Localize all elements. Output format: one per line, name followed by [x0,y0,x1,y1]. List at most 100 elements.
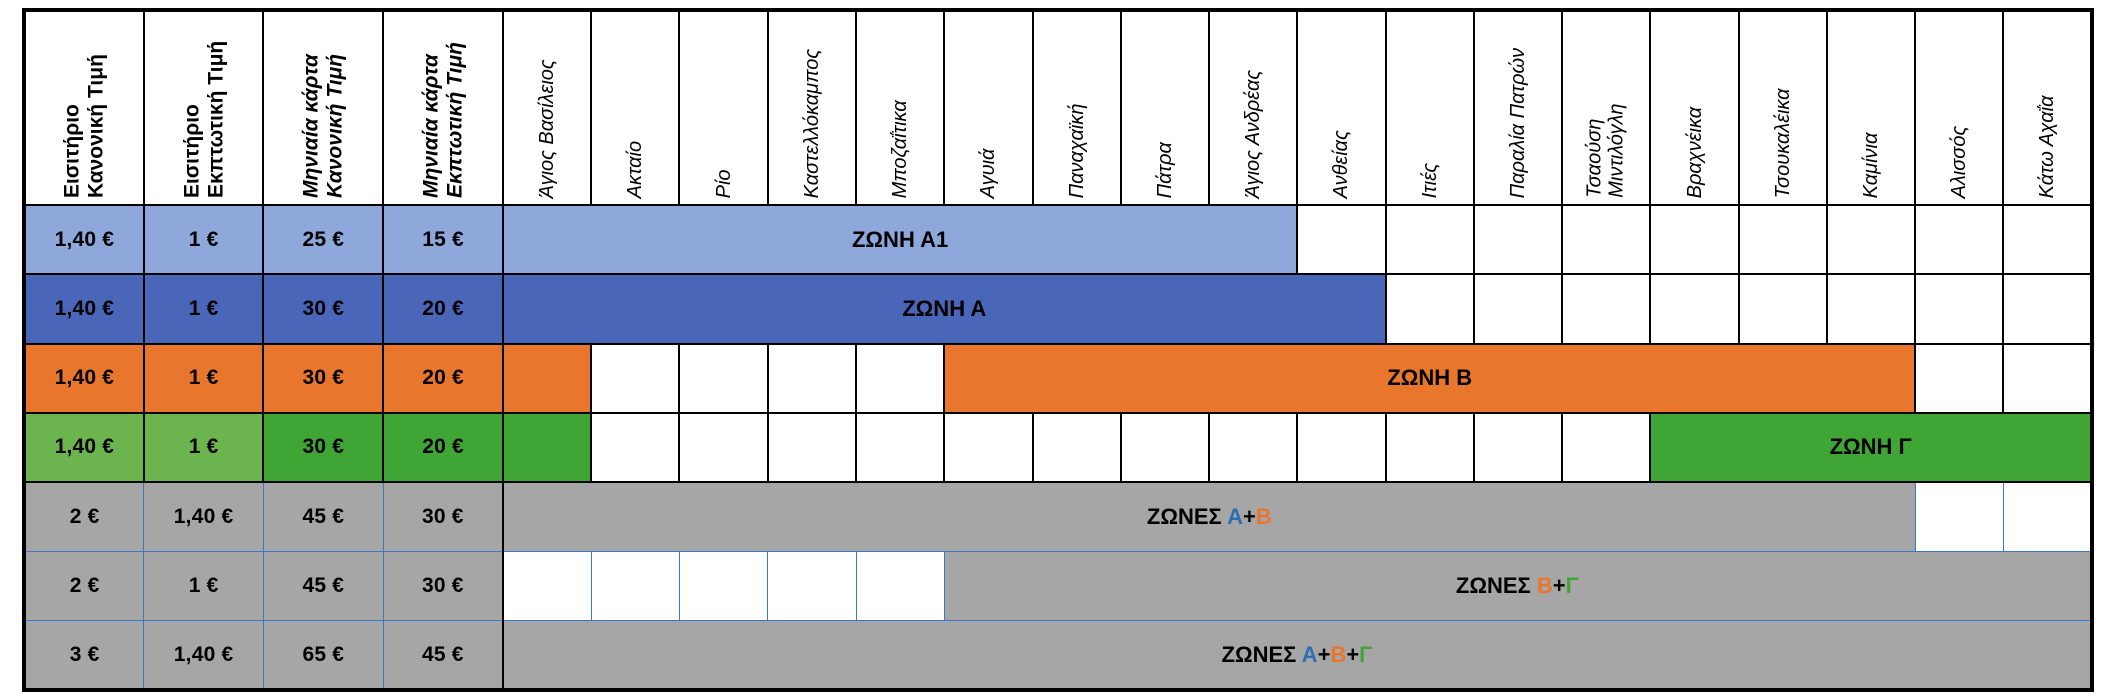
column-header-stop-5: Αγυιά [943,8,1034,206]
table-row: 2 €1 €45 €30 €ΖΩΝΕΣ Β+Γ [22,550,2094,622]
price-cell-ticket-regular: 3 € [22,620,145,693]
empty-cell [678,550,769,622]
empty-cell [854,342,946,414]
column-header-ticket-discount: Εισιτήριο Εκπτωτική Τιμή [142,8,265,206]
price-cell-ticket-regular: 2 € [22,550,145,622]
stop-name-label: Αλισσός [1948,125,1971,198]
empty-cell [2002,481,2094,552]
price-cell-monthly-discount: 30 € [382,550,504,622]
empty-cell [1472,203,1564,276]
price-cell-ticket-regular: 1,40 € [22,273,145,345]
price-cell-ticket-discount: 1 € [142,411,265,484]
column-header-stop-15: Καμίνια [1825,8,1917,206]
column-header-stop-14: Τσουκαλέικα [1737,8,1828,206]
stop-name-label: Καμίνια [1859,132,1882,198]
empty-cell [1649,273,1740,345]
empty-cell [2002,203,2094,276]
empty-cell [766,342,858,414]
column-header-stop-12: Τσαούση Μιντιλόγλη [1561,8,1652,206]
empty-cell [1737,273,1828,345]
stop-name-label: Παραλία Πατρών [1506,47,1529,198]
zone-band-zone-a: ΖΩΝΗ Α [501,273,1387,345]
zone-token: Β [1330,641,1347,667]
zone-token: ΖΩΝΕΣ [1455,573,1537,599]
empty-cell [1737,203,1828,276]
fare-zone-table: Εισιτήριο Κανονική Τιμή Εισιτήριο Εκπτωτι… [22,8,2095,693]
price-cell-ticket-regular: 1,40 € [22,203,145,276]
price-cell-monthly-regular: 25 € [262,203,385,276]
empty-cell [854,411,946,484]
empty-cell [1561,203,1652,276]
empty-cell [1914,203,2005,276]
stop-name-label: Μποζαΐτικα [888,99,911,198]
zone-band-zone-a1: ΖΩΝΗ Α1 [501,203,1299,276]
stop-name-label: Ιτιές [1418,162,1441,198]
table-row: 2 €1,40 €45 €30 €ΖΩΝΕΣ Α+Β [22,481,2094,552]
table-row: 1,40 €1 €30 €20 €ΖΩΝΗ Α [22,273,2094,345]
zone-token: Γ [1565,573,1579,599]
price-cell-monthly-regular: 45 € [262,481,384,552]
column-header-stop-6: Παναχαϊκή [1031,8,1122,206]
column-header-stop-11: Παραλία Πατρών [1472,8,1564,206]
zone-token: + [1552,573,1566,599]
price-cell-monthly-discount: 20 € [382,273,504,345]
empty-cell [855,550,945,622]
price-cell-monthly-discount: 30 € [382,481,504,552]
stop-name-label: Ακταίο [624,140,647,198]
empty-cell [502,550,592,622]
empty-cell [1914,481,2004,552]
price-cell-monthly-regular: 30 € [262,342,385,414]
stop-name-label: Τσουκαλέικα [1771,88,1794,198]
empty-cell [1914,273,2005,345]
empty-cell [678,411,769,484]
column-header-label: Εισιτήριο Εκπτωτική Τιμή [180,40,227,198]
zone-token: Α [1301,641,1318,667]
zone-band-zones-b-g: ΖΩΝΕΣ Β+Γ [943,550,2094,622]
stop-name-label: Καστελλόκαμπος [800,48,823,198]
empty-cell [1384,411,1475,484]
empty-cell [1119,411,1211,484]
column-header-stop-9: Ανθείας [1296,8,1387,206]
zone-band-zones-a-b: ΖΩΝΕΣ Α+Β [502,481,1916,552]
price-cell-monthly-discount: 45 € [382,620,504,693]
empty-cell [590,550,680,622]
stop-name-label: Αγυιά [977,148,1000,198]
table-row: 3 €1,40 €65 €45 €ΖΩΝΕΣ Α+Β+Γ [22,620,2095,693]
price-cell-ticket-discount: 1,40 € [143,481,264,552]
stop-name-label: Τσαούση Μιντιλόγλη [1583,103,1629,198]
price-cell-ticket-regular: 1,40 € [22,342,145,414]
zone-token: + [1242,504,1256,530]
empty-cell [2002,342,2094,414]
zone-token: + [1346,641,1360,667]
empty-cell [1384,203,1475,276]
zone-token: Β [1255,504,1272,530]
stop-name-label: Παναχαϊκή [1065,103,1088,198]
price-cell-monthly-regular: 65 € [262,620,384,693]
empty-cell [590,411,681,484]
column-header-stop-8: Άγιος Ανδρέας [1208,8,1299,206]
zone-token: Α [1227,504,1243,530]
zone-lead-cell [501,342,593,414]
column-header-stop-0: Άγιος Βασίλειος [501,8,593,206]
zone-token: ΖΩΝΕΣ [1221,641,1302,667]
price-cell-monthly-regular: 30 € [262,273,385,345]
zone-token: Β [1536,573,1553,599]
empty-cell [1914,342,2005,414]
price-cell-monthly-regular: 30 € [262,411,385,484]
column-header-ticket-regular: Εισιτήριο Κανονική Τιμή [22,8,145,206]
empty-cell [678,342,769,414]
column-header-monthly-discount: Μηνιαία κάρτα Εκπτωτική Τιμή [382,8,504,206]
empty-cell [766,411,858,484]
table-row: 1,40 €1 €30 €20 €ΖΩΝΗ Β [22,342,2094,414]
price-cell-monthly-regular: 45 € [262,550,384,622]
price-cell-ticket-discount: 1 € [142,342,265,414]
column-header-label: Μηνιαία κάρτα Εκπτωτική Τιμή [419,42,467,198]
column-header-stop-2: Ρίο [678,8,769,206]
column-header-stop-4: Μποζαΐτικα [854,8,946,206]
empty-cell [1472,411,1564,484]
zone-band-zones-a-b-g: ΖΩΝΕΣ Α+Β+Γ [502,620,2095,693]
header-row: Εισιτήριο Κανονική Τιμή Εισιτήριο Εκπτωτι… [22,8,2094,206]
zone-token: ΖΩΝΕΣ [1146,504,1228,530]
price-cell-monthly-discount: 20 € [382,411,504,484]
